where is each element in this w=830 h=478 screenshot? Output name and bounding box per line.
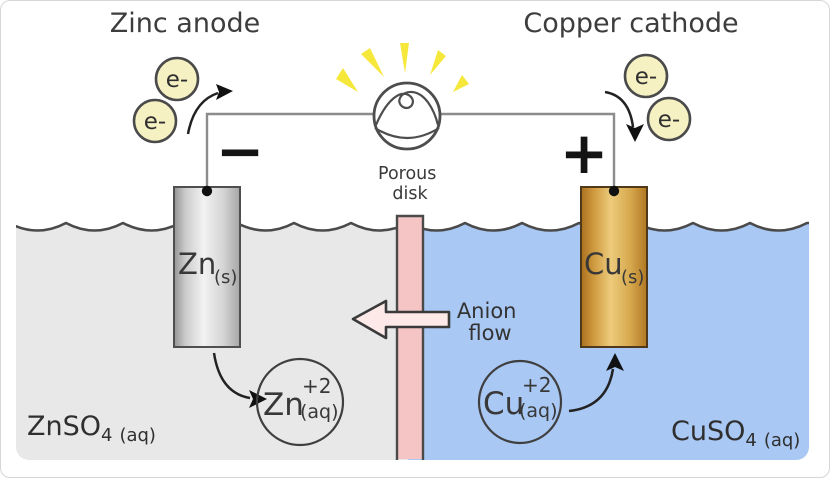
porous-disk [397,215,423,459]
anion-flow-label: Anion flow [457,299,523,345]
electron-label: e- [635,64,657,90]
bulb-ray [336,68,358,92]
electron-label: e- [166,67,188,93]
electron-icon [132,98,178,144]
electron-icon [646,96,692,142]
anion-flow-arrow [351,299,451,340]
electron-flow-arrowhead-right [626,124,644,142]
electrons-right: e- e- [604,53,692,142]
copper-electrode-label: Cu(s) [584,247,644,288]
electron-flow-arrowhead-left [216,84,233,100]
connection-dot-left [201,185,213,197]
porous-disk-outline [395,214,425,460]
negative-terminal-sign: − [216,117,265,185]
anode-title: Zinc anode [110,8,260,39]
zinc-solution-label: ZnSO4(aq) [27,411,156,446]
bulb-rays [336,43,469,92]
bulb-ray [430,50,446,75]
bulb-ray [400,43,409,73]
copper-ion: Cu+2(aq) [477,353,624,445]
electron-label: e- [658,107,680,133]
connection-dot-right [608,185,620,197]
light-bulb-icon [336,43,469,151]
electron-flow-arrow-left [186,91,219,135]
porous-disk-label: Porous disk [378,164,442,204]
electron-label: e- [144,109,166,135]
bulb-ray [453,75,469,92]
electron-flow-arrow-right [604,90,635,128]
copper-solution-label: CuSO4(aq) [671,416,800,451]
zinc-dissolution-arrow [212,352,251,400]
positive-terminal-sign: + [560,119,609,187]
bulb-filament-loop [374,90,440,126]
copper-deposition-arrowhead [606,353,624,371]
zinc-ion-circle [255,357,345,447]
copper-ion-label: Cu+2(aq) [483,373,558,422]
electrons-left: e- e- [132,56,233,144]
zinc-ion-label: Zn+2(aq) [263,374,339,423]
zinc-ion: Zn+2(aq) [212,352,345,447]
bulb-ray [361,48,384,77]
copper-ion-circle [477,359,563,445]
bulb-glass [372,81,442,151]
bulb-filament [374,127,440,139]
copper-deposition-arrow [568,368,615,413]
cathode-title: Copper cathode [523,8,738,39]
electron-icon [154,56,200,102]
zinc-electrode-label: Zn(s) [178,247,237,288]
electron-icon [623,53,669,99]
